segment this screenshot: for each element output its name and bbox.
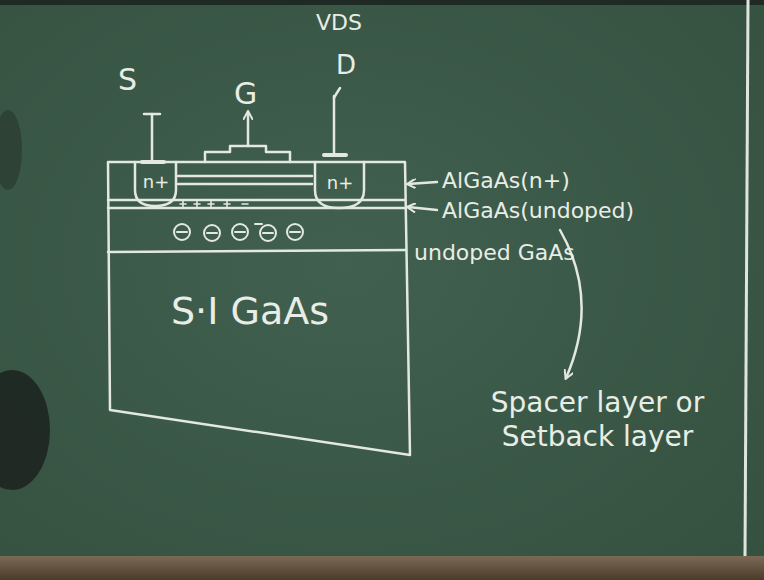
terminal-label: S xyxy=(118,62,137,98)
n-plus-well: n+ xyxy=(316,164,364,202)
node-text: n+ xyxy=(143,172,170,192)
node-text: n+ xyxy=(327,173,354,193)
layer-label: AlGaAs(undoped) xyxy=(442,198,634,224)
voltage-label: VDS xyxy=(316,10,362,36)
note-label: Spacer layer or Setback layer xyxy=(455,386,740,453)
terminal-label: D xyxy=(336,50,356,81)
layer-label: AlGaAs(n+) xyxy=(442,168,570,194)
substrate-band: S·I GaAs xyxy=(150,282,350,342)
node-text: S·I GaAs xyxy=(171,291,329,333)
terminal-label: G xyxy=(234,76,257,112)
n-plus-well: n+ xyxy=(136,164,176,200)
layer-label: undoped GaAs xyxy=(414,240,575,266)
